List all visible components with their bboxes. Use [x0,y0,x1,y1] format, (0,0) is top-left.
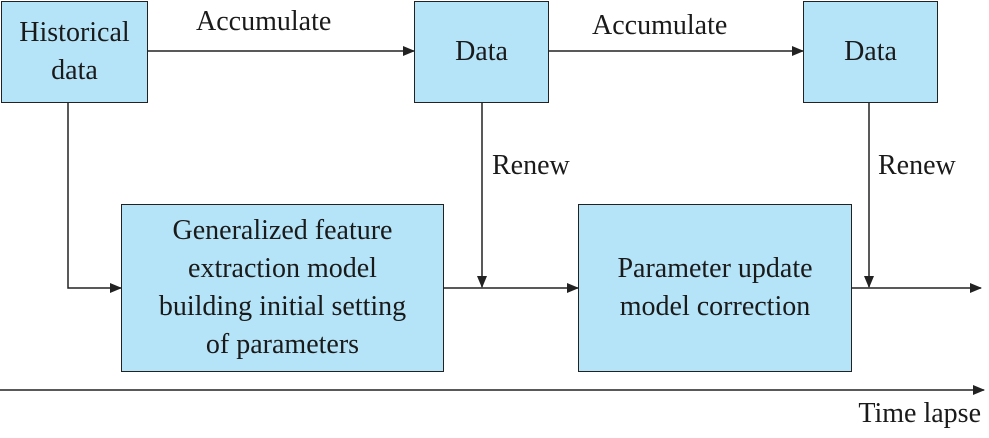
accumulate-label-2: Accumulate [592,10,728,41]
feature-model-box: Generalized feature extraction model bui… [121,204,444,372]
data-box-2-label: Data [844,36,897,67]
param-update-box: Parameter update model correction [578,204,852,372]
accumulate-label-1: Accumulate [196,6,332,37]
renew-label-1: Renew [492,150,570,181]
data-box-1-label: Data [455,36,508,67]
time-lapse-label: Time lapse [858,398,981,429]
data-box-1: Data [414,1,549,103]
renew-label-2: Renew [878,150,956,181]
edge-historical-to-feature-model [67,103,122,293]
feature-model-label: Generalized feature extraction model bui… [158,215,407,360]
historical-data-label: Historical data [19,17,130,86]
historical-data-box: Historical data [1,1,148,103]
data-box-2: Data [803,1,938,103]
param-update-label: Parameter update model correction [617,253,813,322]
